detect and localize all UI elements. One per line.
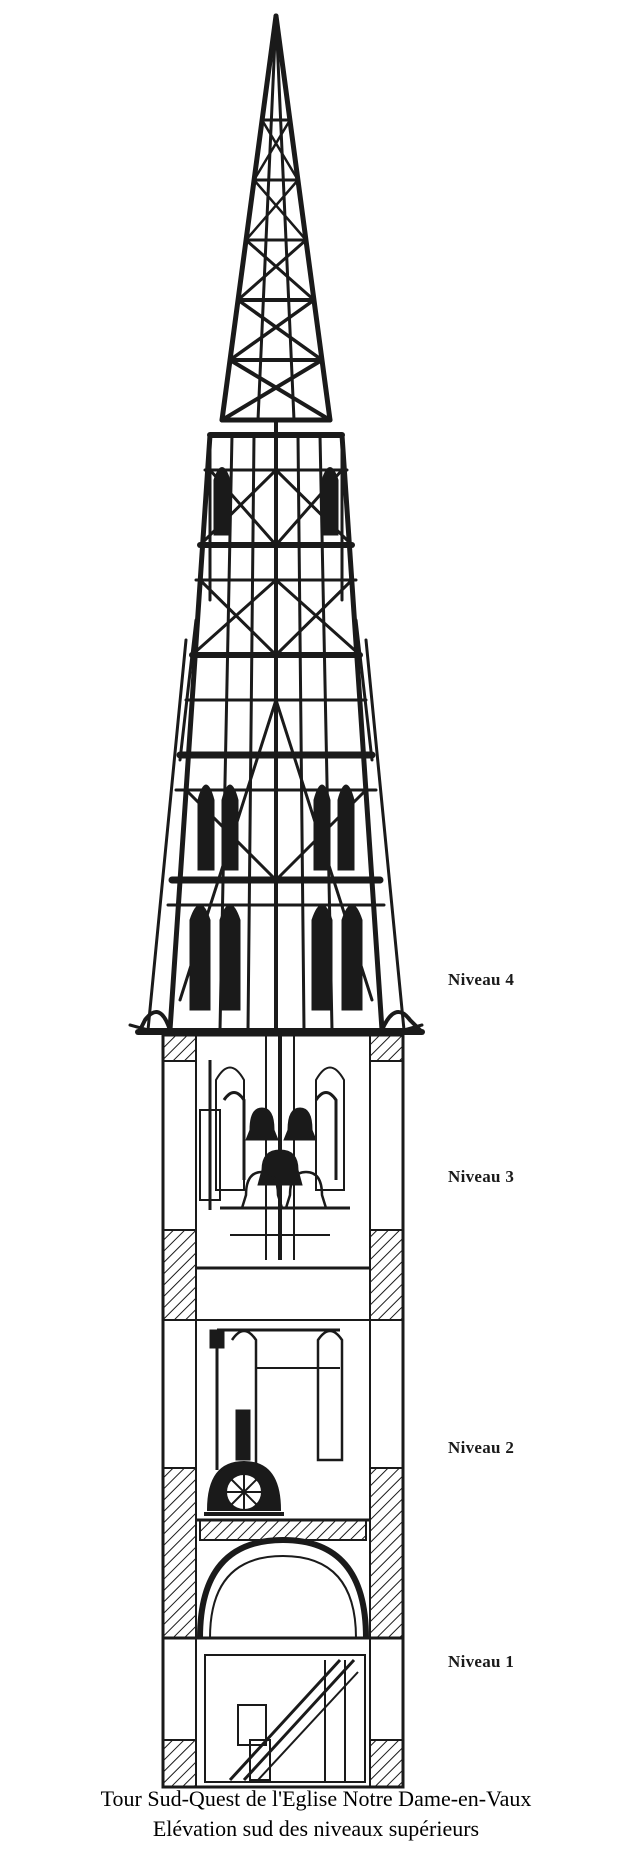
clock-mechanism [204, 1328, 344, 1516]
level-1-label: Niveau 1 [448, 1652, 515, 1671]
level-2-label: Niveau 2 [448, 1438, 515, 1457]
level-3-label: Niveau 3 [448, 1167, 515, 1186]
tower-body [161, 1033, 405, 1789]
bell-frame [199, 1035, 350, 1260]
spire [128, 13, 425, 1035]
level-4-label: Niveau 4 [448, 970, 515, 989]
caption-title: Tour Sud-Quest de l'Eglise Notre Dame-en… [100, 1786, 532, 1811]
caption-subtitle: Elévation sud des niveaux supérieurs [152, 1816, 480, 1841]
staircase [204, 1654, 366, 1783]
